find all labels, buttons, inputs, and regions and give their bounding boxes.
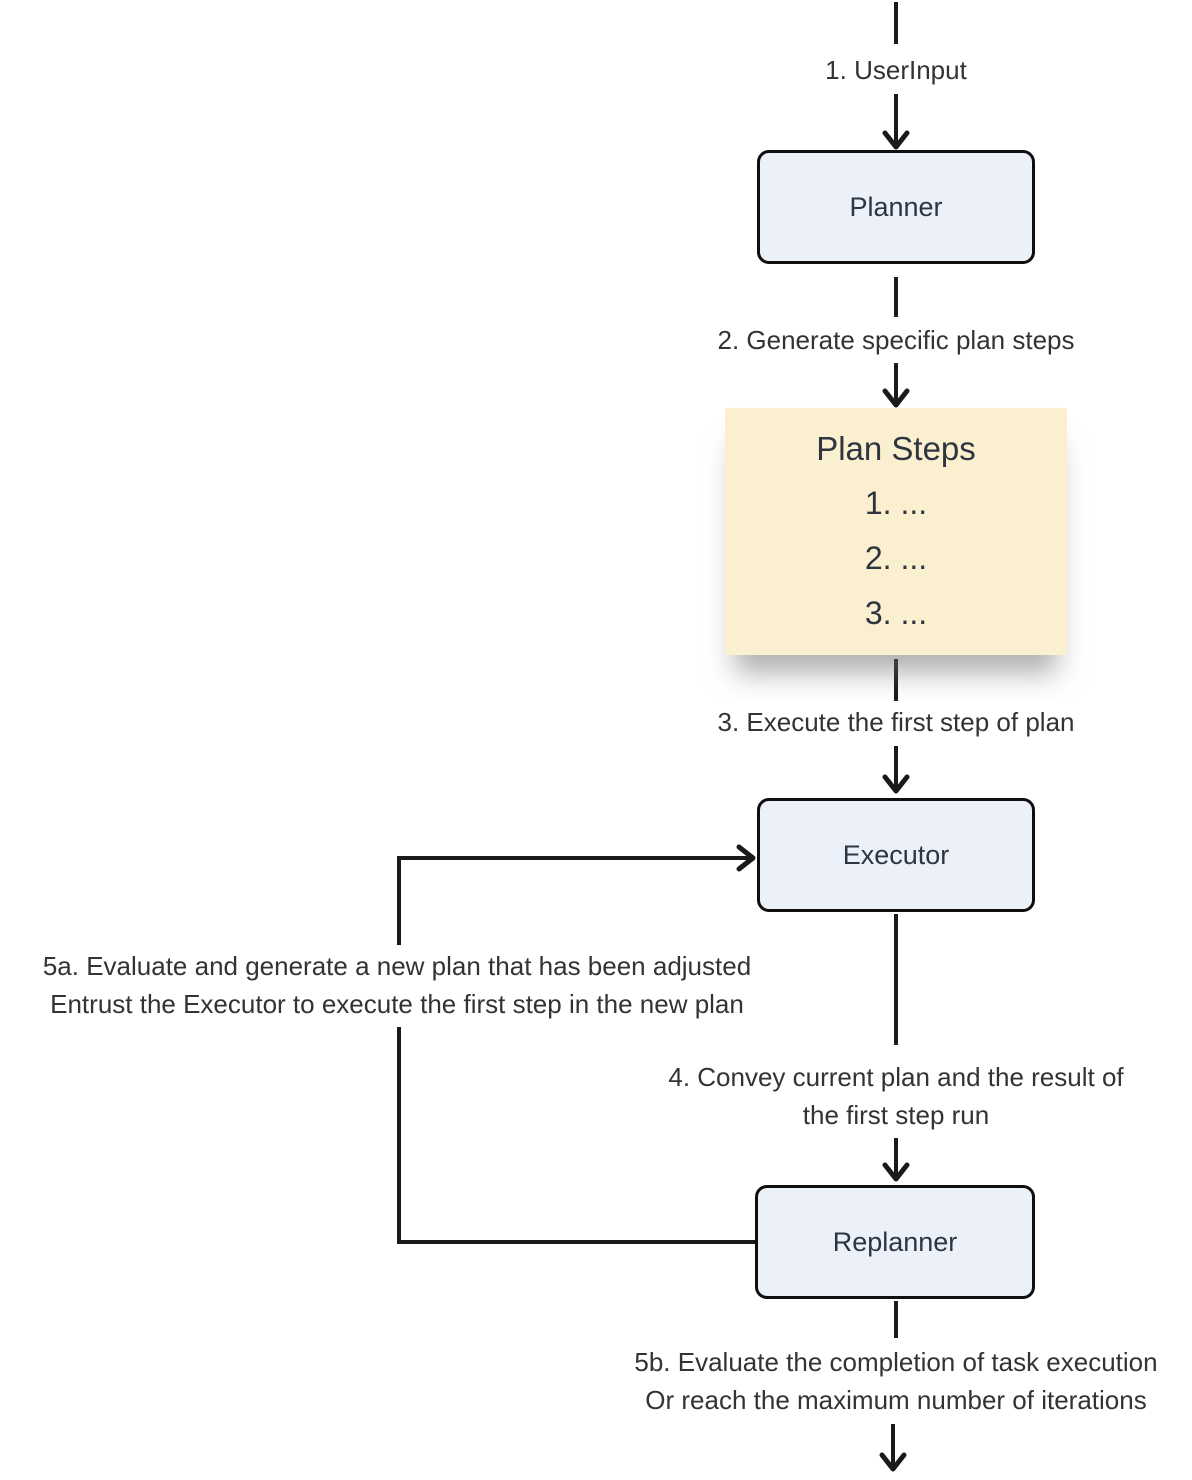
- node-planner: Planner: [757, 150, 1035, 264]
- plan-steps-item: 2. ...: [864, 540, 928, 576]
- edge-label-line: 5b. Evaluate the completion of task exec…: [634, 1347, 1158, 1378]
- arrowhead-down-icon: [882, 388, 910, 408]
- edge-label-line: Or reach the maximum number of iteration…: [645, 1385, 1147, 1415]
- node-executor-label: Executor: [842, 839, 950, 870]
- edge-label-user-input: 1. UserInput: [817, 49, 975, 93]
- edge-label-convey-result: 4. Convey current plan and the result of…: [660, 1056, 1132, 1138]
- arrowhead-down-icon: [879, 1452, 907, 1472]
- edge-label-execute-first-step: 3. Execute the first step of plan: [709, 701, 1083, 745]
- edge-loop-replanner-executor: [397, 856, 755, 1244]
- edge-label-generate-steps: 2. Generate specific plan steps: [709, 319, 1083, 363]
- edge-label-line: Entrust the Executor to execute the firs…: [50, 989, 744, 1019]
- arrowhead-down-icon: [882, 774, 910, 794]
- arrowhead-down-icon: [882, 130, 910, 150]
- edge-label-line: 5a. Evaluate and generate a new plan tha…: [42, 951, 752, 982]
- edge-label-evaluate-completion: 5b. Evaluate the completion of task exec…: [626, 1341, 1166, 1423]
- node-replanner: Replanner: [755, 1185, 1035, 1299]
- edge-label-replan-loop: 5a. Evaluate and generate a new plan tha…: [34, 945, 760, 1027]
- arrowhead-right-icon: [736, 844, 756, 872]
- node-replanner-label: Replanner: [832, 1226, 958, 1257]
- node-plan-steps: Plan Steps 1. ... 2. ... 3. ...: [725, 408, 1067, 655]
- edge-label-line: 4. Convey current plan and the result of: [668, 1062, 1124, 1093]
- node-planner-label: Planner: [849, 191, 943, 222]
- node-executor: Executor: [757, 798, 1035, 912]
- plan-steps-item: 1. ...: [864, 485, 928, 521]
- plan-steps-item: 3. ...: [864, 595, 928, 631]
- plan-steps-title: Plan Steps: [816, 430, 976, 467]
- edge-label-line: the first step run: [802, 1100, 990, 1130]
- arrowhead-down-icon: [882, 1162, 910, 1182]
